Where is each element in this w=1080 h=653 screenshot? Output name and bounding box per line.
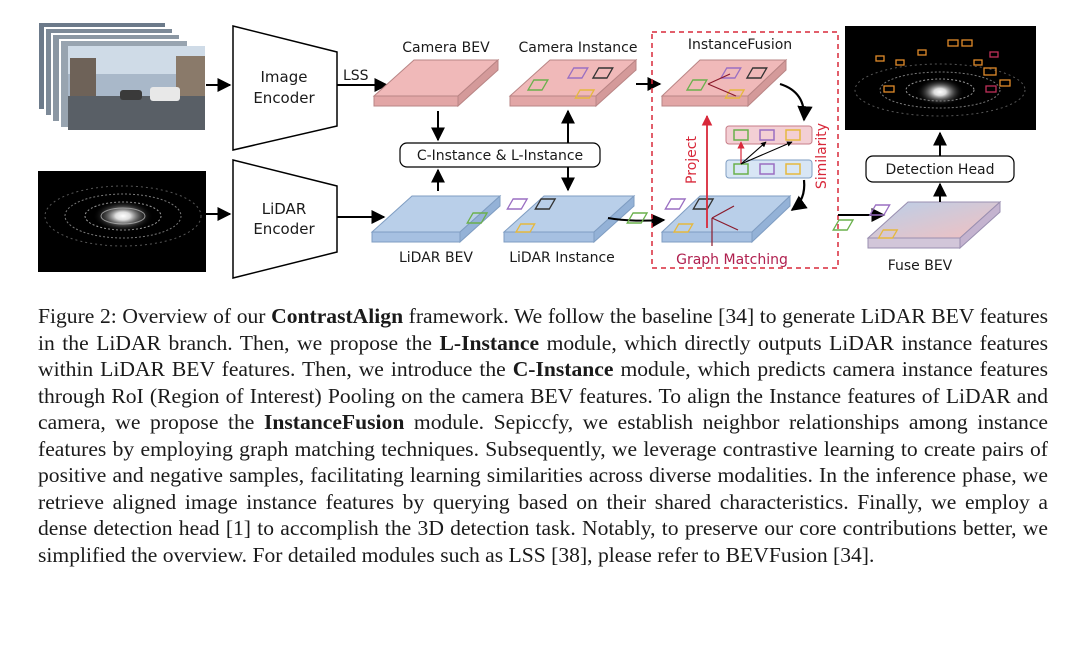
image-encoder: Image Encoder	[232, 25, 338, 151]
svg-text:LiDAR BEV: LiDAR BEV	[399, 250, 473, 266]
svg-text:Camera BEV: Camera BEV	[402, 40, 490, 56]
figure-caption: Figure 2: Overview of our ContrastAlign …	[38, 303, 1048, 568]
svg-text:Camera Instance: Camera Instance	[519, 40, 638, 56]
caption-c-instance: C-Instance	[512, 357, 614, 381]
lidar-encoder: LiDAR Encoder	[232, 159, 338, 279]
caption-text-2: module, which directly outputs LiDAR ins…	[38, 330, 1048, 382]
caption-l-instance: L-Instance	[439, 330, 540, 355]
lss-label: LSS	[343, 68, 369, 84]
fuse-bev-plane: Fuse BEV	[832, 200, 1002, 274]
caption-text-1: framework. We follow the baseline [34] t…	[38, 304, 1048, 355]
caption-instancefusion: InstanceFusion	[263, 410, 405, 434]
project-label: Project	[684, 136, 700, 184]
camera-bev-plane: Camera BEV	[372, 40, 500, 108]
svg-text:LiDAR: LiDAR	[262, 200, 307, 218]
caption-contrastalign: ContrastAlign	[271, 304, 404, 328]
similarity-label: Similarity	[814, 123, 830, 189]
lidar-instance-plane: LiDAR Instance	[466, 194, 636, 266]
camera-image-stack	[37, 21, 205, 130]
lidar-instance-to-fusion-arrow	[607, 213, 666, 228]
svg-text:LiDAR Instance: LiDAR Instance	[509, 250, 615, 266]
svg-text:Fuse BEV: Fuse BEV	[888, 258, 953, 274]
svg-text:Encoder: Encoder	[253, 89, 315, 107]
lidar-bev-plane: LiDAR BEV	[370, 194, 502, 266]
caption-prefix: Figure 2: Overview of our	[38, 304, 272, 328]
graph-matching-label: Graph Matching	[676, 252, 788, 268]
detection-output-image	[845, 26, 1036, 130]
caption-text-4: module. Sepiccfy, we establish neighbor …	[38, 410, 1048, 567]
detection-head-box: Detection Head	[865, 155, 1015, 183]
svg-text:Encoder: Encoder	[253, 220, 315, 238]
framework-figure: Image Encoder LiDAR Encoder LSS Camera B…	[37, 21, 1036, 279]
svg-text:C-Instance & L-Instance: C-Instance & L-Instance	[417, 148, 583, 164]
caption-text-3: module, which predicts camera instance f…	[38, 357, 1048, 434]
lidar-point-cloud	[38, 171, 206, 272]
camera-instance-plane: Camera Instance	[508, 40, 638, 108]
svg-text:Detection Head: Detection Head	[885, 162, 994, 178]
svg-text:Image: Image	[261, 68, 308, 86]
instance-fusion-module: InstanceFusion	[626, 31, 839, 269]
svg-text:InstanceFusion: InstanceFusion	[688, 37, 792, 53]
c-l-instance-box: C-Instance & L-Instance	[399, 142, 601, 168]
